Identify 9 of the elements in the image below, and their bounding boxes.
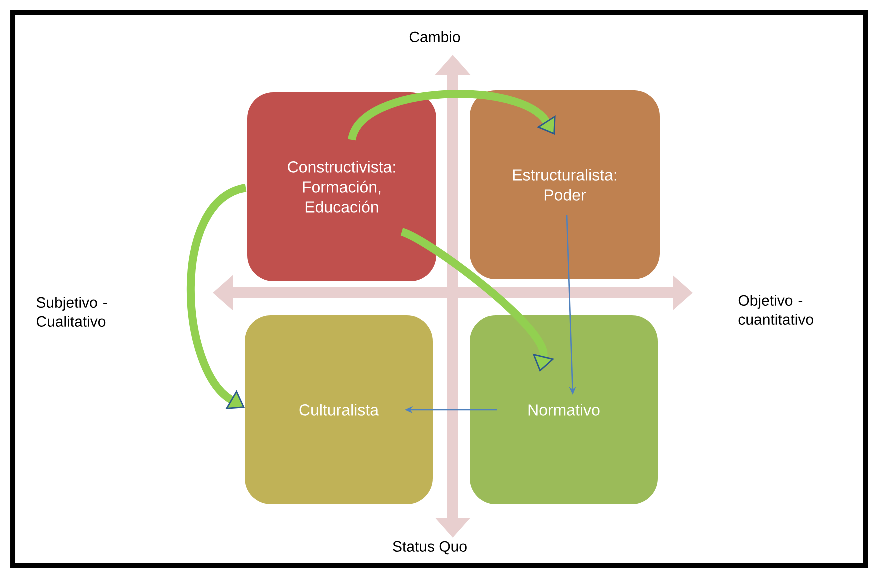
axis-label: Cambio — [410, 32, 460, 42]
axis-label: Status Quo — [393, 541, 467, 555]
axis-label: Subjetivo - Cualitativo — [36, 296, 108, 327]
block-arrow — [348, 90, 556, 142]
quadrant-box: Constructivista: Formación, Educación — [248, 92, 436, 282]
quadrant-box: Estructuralista: Poder — [470, 90, 660, 280]
quadrant-box: Normativo — [470, 316, 658, 504]
axis-label: Objetivo - cuantitativo — [738, 294, 814, 325]
quadrant-box: Culturalista — [245, 316, 433, 504]
